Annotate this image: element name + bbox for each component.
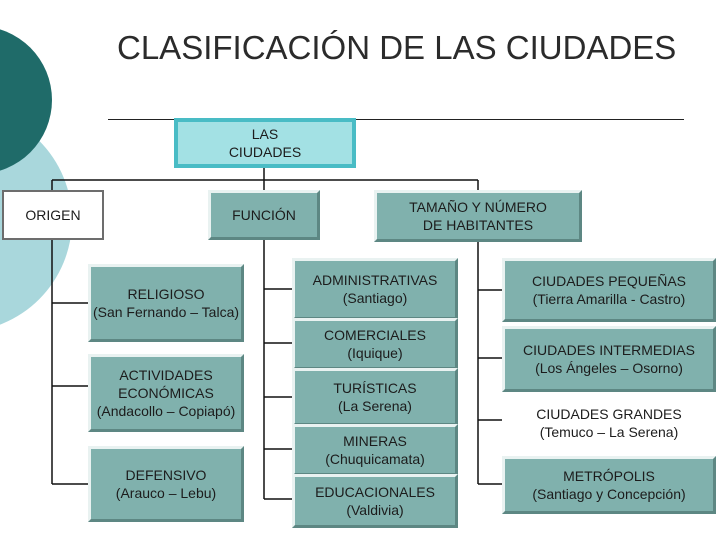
origen-item-defensivo: DEFENSIVO (Arauco – Lebu) <box>88 446 244 522</box>
title-divider <box>108 119 684 120</box>
origen-item-actividades: ACTIVIDADES ECONÓMICAS (Andacollo – Copi… <box>88 354 244 432</box>
funcion-item-mineras: MINERAS (Chuquicamata) <box>292 424 458 476</box>
funcion-item-comerciales: COMERCIALES (Iquique) <box>292 318 458 370</box>
root-node: LAS CIUDADES <box>174 118 356 168</box>
tamano-item-metropolis: METRÓPOLIS (Santiago y Concepción) <box>502 456 716 514</box>
funcion-item-turisticas: TURÍSTICAS (La Serena) <box>292 368 458 426</box>
funcion-item-administrativas: ADMINISTRATIVAS (Santiago) <box>292 258 458 320</box>
category-funcion: FUNCIÓN <box>208 190 320 240</box>
origen-item-religioso: RELIGIOSO (San Fernando – Talca) <box>88 264 244 342</box>
decor-circle-dark <box>0 29 52 171</box>
tamano-item-intermedias: CIUDADES INTERMEDIAS (Los Ángeles – Osor… <box>502 326 716 392</box>
category-tamano: TAMAÑO Y NÚMERO DE HABITANTES <box>374 190 582 242</box>
tamano-item-grandes: CIUDADES GRANDES (Temuco – La Serena) <box>502 396 716 450</box>
tamano-item-pequenas: CIUDADES PEQUEÑAS (Tierra Amarilla - Cas… <box>502 258 716 322</box>
funcion-item-educacionales: EDUCACIONALES (Valdivia) <box>292 474 458 528</box>
page-title: CLASIFICACIÓN DE LAS CIUDADES <box>117 29 677 66</box>
category-origen: ORIGEN <box>2 190 104 240</box>
